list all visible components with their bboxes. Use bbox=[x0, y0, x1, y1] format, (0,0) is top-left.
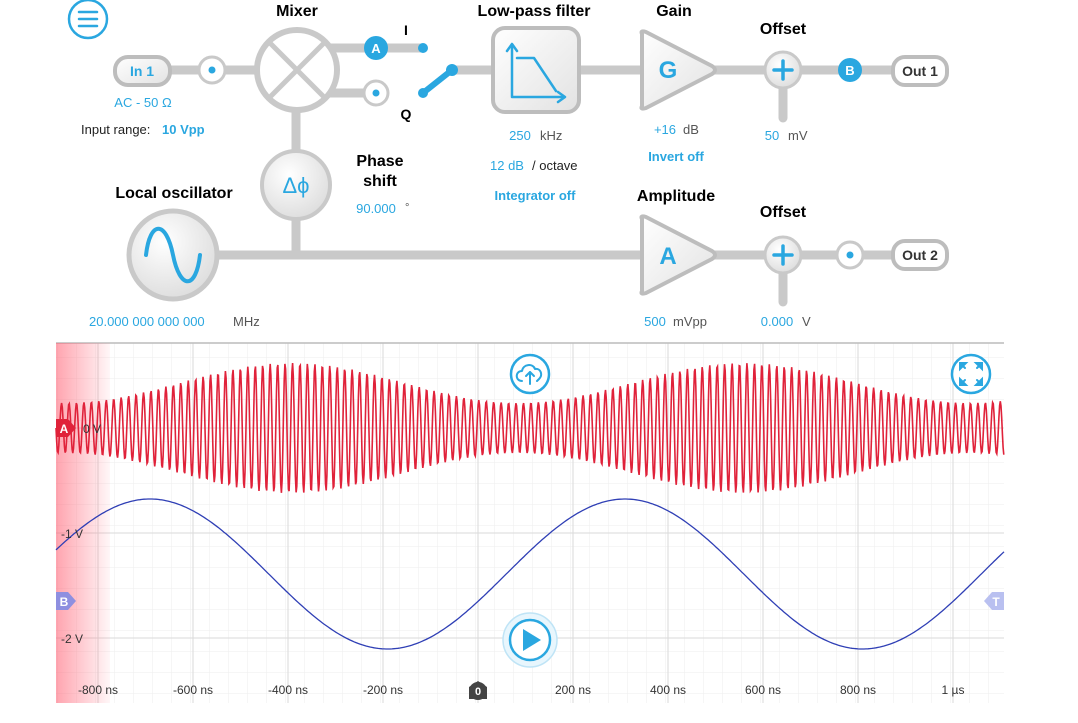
input-coupling[interactable]: AC - 50 Ω bbox=[114, 95, 172, 110]
probe-b-label: B bbox=[845, 63, 854, 78]
gain-title: Gain bbox=[656, 3, 692, 20]
gain-block[interactable]: G bbox=[639, 29, 717, 111]
time-zero-marker[interactable]: 0 bbox=[469, 681, 487, 700]
x-label: -400 ns bbox=[268, 683, 308, 697]
cloud-upload-icon bbox=[515, 364, 543, 385]
q-probe-dot[interactable] bbox=[362, 79, 390, 107]
pretrigger-shade bbox=[56, 343, 110, 703]
offset1-unit: mV bbox=[788, 128, 808, 143]
offset1-title: Offset bbox=[760, 21, 807, 38]
amplitude-block[interactable]: A bbox=[639, 214, 717, 296]
oscilloscope-panel[interactable]: 0 V -1 V -2 V -800 ns -600 ns -400 ns -2… bbox=[55, 342, 1005, 703]
play-icon bbox=[523, 629, 541, 651]
gain-unit: dB bbox=[683, 122, 699, 137]
probe-a-label: A bbox=[371, 41, 381, 56]
out1-label: Out 1 bbox=[902, 63, 938, 79]
phase-unit: ° bbox=[405, 202, 409, 214]
plus-icon bbox=[772, 59, 794, 81]
mixer-cross-icon bbox=[268, 41, 326, 99]
sine-wave-icon bbox=[144, 226, 202, 284]
mixer-title: Mixer bbox=[276, 3, 318, 20]
x-label: -600 ns bbox=[173, 683, 213, 697]
probe-a-marker[interactable]: A bbox=[364, 36, 388, 60]
oscillator-frequency-value[interactable]: 20.000 000 000 000 bbox=[89, 314, 205, 329]
cloud-upload-button[interactable] bbox=[509, 353, 551, 395]
phase-shift-block[interactable]: Δϕ bbox=[260, 149, 332, 221]
phase-glyph: Δϕ bbox=[282, 173, 309, 198]
trigger-marker-label: T bbox=[992, 595, 1000, 609]
menu-icon bbox=[77, 10, 99, 28]
fullscreen-button[interactable] bbox=[950, 353, 992, 395]
input-in1[interactable]: In 1 bbox=[113, 55, 172, 87]
out2-label: Out 2 bbox=[902, 247, 938, 263]
x-label: 400 ns bbox=[650, 683, 686, 697]
y-label-0v: 0 V bbox=[83, 422, 101, 436]
x-label: 600 ns bbox=[745, 683, 781, 697]
amplitude-glyph: A bbox=[659, 243, 676, 270]
lowpass-slope-unit: / octave bbox=[532, 158, 578, 173]
plus-icon bbox=[772, 244, 794, 266]
x-label: 200 ns bbox=[555, 683, 591, 697]
x-label: 800 ns bbox=[840, 683, 876, 697]
x-label: -200 ns bbox=[363, 683, 403, 697]
trigger-marker[interactable]: T bbox=[984, 592, 1004, 610]
phase-value[interactable]: 90.000 bbox=[356, 201, 396, 216]
menu-button[interactable] bbox=[67, 0, 109, 40]
i-output-dot bbox=[418, 43, 428, 53]
amplitude-title: Amplitude bbox=[637, 188, 715, 205]
mixer-q-label: Q bbox=[401, 106, 412, 122]
iq-switch[interactable] bbox=[420, 64, 458, 96]
y-label-minus1v: -1 V bbox=[61, 527, 83, 541]
phase-title-line2: shift bbox=[363, 173, 397, 190]
invert-toggle[interactable]: Invert off bbox=[648, 149, 704, 164]
offset2-unit: V bbox=[802, 314, 811, 329]
out2-probe-dot[interactable] bbox=[835, 240, 865, 270]
lowpass-title: Low-pass filter bbox=[478, 3, 591, 20]
x-label: 1 µs bbox=[942, 683, 965, 697]
channel-a-marker-label: A bbox=[60, 422, 69, 436]
amplitude-unit: mVpp bbox=[673, 314, 707, 329]
mixer-i-label: I bbox=[404, 22, 408, 38]
lowpass-slope-value[interactable]: 12 dB bbox=[490, 158, 524, 173]
channel-b-trace bbox=[55, 498, 1005, 650]
oscillator-title: Local oscillator bbox=[115, 185, 232, 202]
oscillator-frequency-unit: MHz bbox=[233, 314, 260, 329]
offset2-block[interactable] bbox=[763, 235, 803, 275]
lowpass-cutoff-unit: kHz bbox=[540, 128, 562, 143]
probe-b-marker[interactable]: B bbox=[838, 58, 862, 82]
play-button[interactable] bbox=[502, 612, 558, 668]
mixer-block[interactable] bbox=[254, 27, 340, 113]
local-oscillator-block[interactable] bbox=[126, 208, 220, 302]
lowpass-filter-icon bbox=[505, 42, 567, 104]
offset2-value[interactable]: 0.000 bbox=[761, 314, 794, 329]
offset1-block[interactable] bbox=[763, 50, 803, 90]
input-label: In 1 bbox=[130, 63, 154, 79]
integrator-toggle[interactable]: Integrator off bbox=[495, 188, 577, 203]
channel-a-marker[interactable]: A bbox=[56, 419, 76, 437]
phase-title-line1: Phase bbox=[356, 153, 403, 170]
input-range-value[interactable]: 10 Vpp bbox=[162, 122, 205, 137]
expand-icon bbox=[959, 362, 983, 386]
x-axis-labels: -800 ns -600 ns -400 ns -200 ns 200 ns 4… bbox=[78, 683, 964, 697]
output-out2[interactable]: Out 2 bbox=[891, 239, 949, 271]
y-label-minus2v: -2 V bbox=[61, 632, 83, 646]
offset1-value[interactable]: 50 bbox=[765, 128, 779, 143]
input-range-label: Input range: bbox=[81, 122, 150, 137]
channel-a-trace bbox=[55, 362, 1005, 494]
output-out1[interactable]: Out 1 bbox=[891, 55, 949, 87]
block-diagram: In 1 AC - 50 Ω Input range: 10 Vpp Mixer… bbox=[67, 0, 949, 329]
lowpass-filter-block[interactable] bbox=[491, 26, 581, 114]
amplitude-value[interactable]: 500 bbox=[644, 314, 666, 329]
offset2-title: Offset bbox=[760, 204, 807, 221]
gain-value[interactable]: +16 bbox=[654, 122, 676, 137]
time-zero-label: 0 bbox=[475, 686, 481, 698]
input-probe-dot[interactable] bbox=[197, 55, 227, 85]
channel-b-marker[interactable]: B bbox=[56, 592, 76, 610]
x-label: -800 ns bbox=[78, 683, 118, 697]
channel-b-marker-label: B bbox=[60, 595, 69, 609]
gain-glyph: G bbox=[659, 57, 678, 84]
lowpass-cutoff-value[interactable]: 250 bbox=[509, 128, 531, 143]
